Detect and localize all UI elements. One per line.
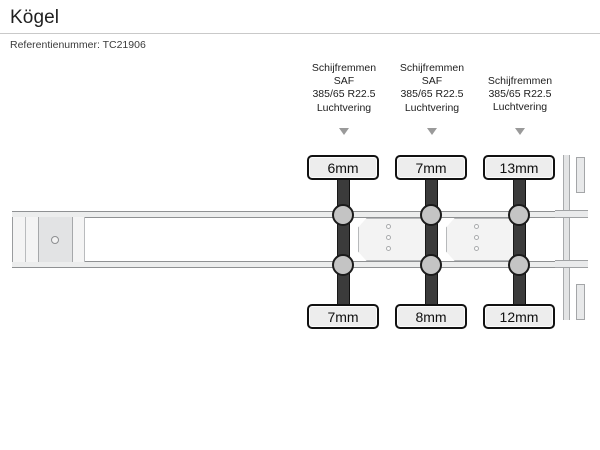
rear-vertical-post (563, 155, 570, 320)
axle-3-hub-bottom (508, 254, 530, 276)
bolt-icon (474, 246, 479, 251)
bogie-bracket-1 (358, 218, 430, 261)
reference-number: Referentienummer: TC21906 (10, 39, 146, 51)
axle-1-hub-bottom (332, 254, 354, 276)
axle-2-hub-top (420, 204, 442, 226)
axle-2-brake-type: Schijfremmen (399, 62, 465, 74)
axle-1-triangle-down-icon (339, 128, 349, 135)
rear-arm-bottom (555, 260, 588, 268)
kingpin-icon (51, 236, 59, 244)
axle-2-triangle-down-icon (427, 128, 437, 135)
rear-arm-top (555, 210, 588, 218)
header-divider (0, 33, 600, 34)
axle-2-brand: SAF (421, 75, 443, 88)
axle-2-suspension: Luchtvering (404, 101, 460, 114)
axle-spec-3: Schijfremmen 385/65 R22.5 Luchtvering (472, 75, 568, 115)
axle-3-brake-type: Schijfremmen (487, 75, 553, 87)
bolt-icon (386, 246, 391, 251)
axle-1-tyre-size: 385/65 R22.5 (312, 88, 376, 101)
axle-bar-1 (337, 166, 350, 314)
bogie-bolt-column-1 (386, 224, 391, 257)
axle-2-tread-top-badge[interactable]: 7mm (395, 155, 467, 180)
axle-1-brand: SAF (333, 75, 355, 88)
axle-1-brake-type: Schijfremmen (311, 62, 377, 74)
axle-3-tread-top-badge[interactable]: 13mm (483, 155, 555, 180)
bogie-bracket-2 (446, 218, 518, 261)
chassis-rail-bottom (12, 261, 585, 268)
axle-1-tread-bottom-badge[interactable]: 7mm (307, 304, 379, 329)
rear-bumper-tab-top (576, 157, 585, 193)
page-title: Kögel (10, 7, 60, 28)
axle-3-hub-top (508, 204, 530, 226)
chassis-rail-top (12, 211, 585, 218)
axle-spec-1: Schijfremmen SAF 385/65 R22.5 Luchtverin… (296, 62, 392, 115)
axle-spec-2: Schijfremmen SAF 385/65 R22.5 Luchtverin… (384, 62, 480, 115)
bogie-bolt-column-2 (474, 224, 479, 257)
bolt-icon (386, 224, 391, 229)
bolt-icon (386, 235, 391, 240)
front-nose-rib (25, 217, 26, 262)
axle-bar-2 (425, 166, 438, 314)
axle-2-hub-bottom (420, 254, 442, 276)
bolt-icon (474, 235, 479, 240)
axle-3-tread-bottom-badge[interactable]: 12mm (483, 304, 555, 329)
axle-3-tyre-size: 385/65 R22.5 (488, 88, 552, 101)
page-header: Kögel (0, 0, 600, 34)
axle-1-suspension: Luchtvering (316, 101, 372, 114)
axle-3-suspension: Luchtvering (492, 101, 548, 114)
axle-1-hub-top (332, 204, 354, 226)
axle-2-tread-bottom-badge[interactable]: 8mm (395, 304, 467, 329)
axle-1-tread-top-badge[interactable]: 6mm (307, 155, 379, 180)
axle-2-tyre-size: 385/65 R22.5 (400, 88, 464, 101)
rear-bumper-tab-bottom (576, 284, 585, 320)
axle-bar-3 (513, 166, 526, 314)
bolt-icon (474, 224, 479, 229)
axle-3-triangle-down-icon (515, 128, 525, 135)
